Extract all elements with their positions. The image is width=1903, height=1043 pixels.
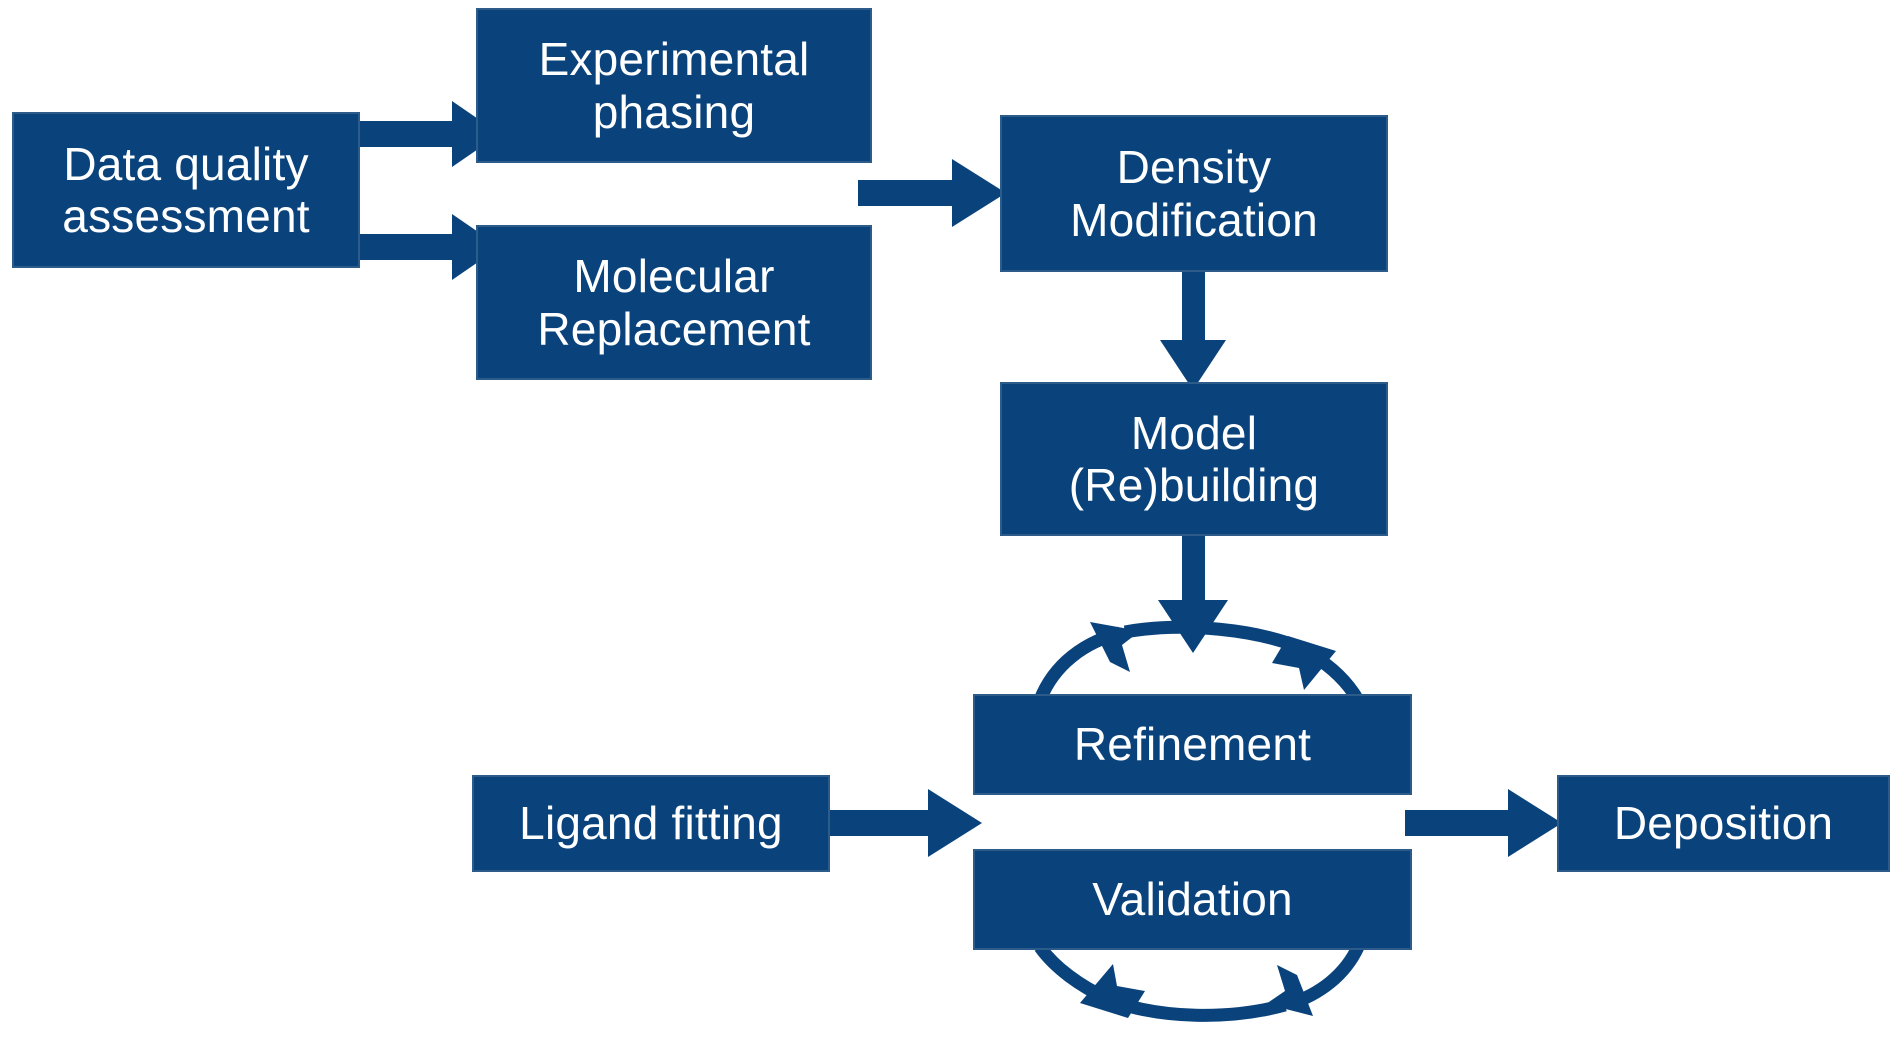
node-refinement[interactable]: Refinement	[973, 694, 1412, 795]
node-validation[interactable]: Validation	[973, 849, 1412, 950]
edge-ligand-to-cycle	[824, 789, 982, 857]
node-density-modification[interactable]: Density Modification	[1000, 115, 1388, 272]
node-data-quality-assessment[interactable]: Data quality assessment	[12, 112, 360, 268]
node-model-rebuilding[interactable]: Model (Re)building	[1000, 382, 1388, 536]
node-molecular-replacement[interactable]: Molecular Replacement	[476, 225, 872, 380]
edge-dqa-to-mr	[352, 214, 500, 280]
edge-cycle-top-arc	[1033, 620, 1364, 704]
node-experimental-phasing[interactable]: Experimental phasing	[476, 8, 872, 163]
node-ligand-fitting[interactable]: Ligand fitting	[472, 775, 830, 872]
edge-cycle-bottom-arc	[1034, 943, 1364, 1022]
edge-dqa-to-phasing	[352, 101, 500, 167]
edge-phasing-to-density	[858, 159, 1006, 227]
edge-density-to-model	[1160, 264, 1226, 390]
edge-cycle-to-deposition	[1405, 789, 1562, 857]
node-deposition[interactable]: Deposition	[1557, 775, 1890, 872]
